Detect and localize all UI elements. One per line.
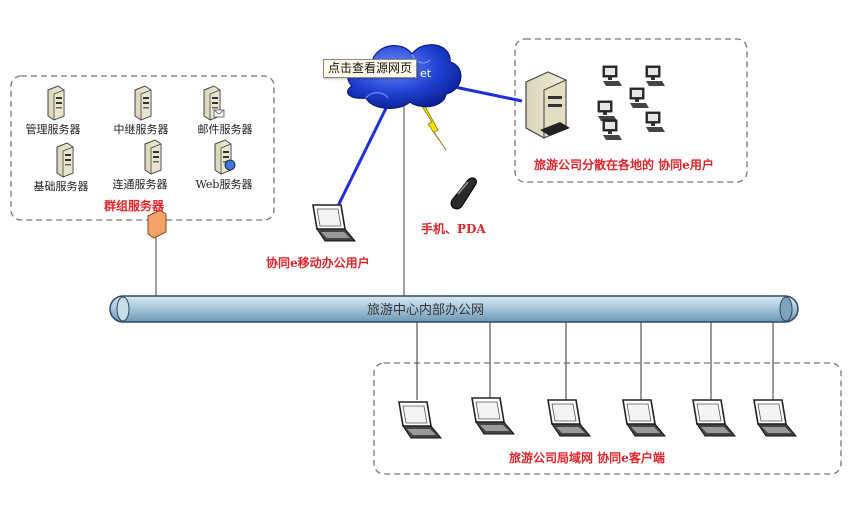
server-label-connect: 连通服务器 bbox=[112, 178, 168, 191]
server-label-relay: 中继服务器 bbox=[113, 123, 169, 136]
mobile-phone-icon bbox=[450, 177, 477, 210]
view-source-tooltip[interactable]: 点击查看源网页 bbox=[323, 59, 418, 78]
lan-clients-box bbox=[373, 362, 842, 475]
server-icons bbox=[47, 85, 236, 178]
lan-label: 旅游公司局域网 协同e客户端 bbox=[509, 451, 665, 465]
cloud-text: et bbox=[420, 67, 432, 80]
remote-server-icon bbox=[525, 71, 570, 139]
server-label-web: Web服务器 bbox=[195, 178, 253, 191]
wireless-lightning-icon bbox=[417, 99, 447, 151]
server-group-box bbox=[10, 75, 275, 221]
server-label-mail: 邮件服务器 bbox=[197, 123, 253, 136]
remote-pc-icons bbox=[597, 65, 666, 141]
server-label-basic: 基础服务器 bbox=[33, 180, 89, 193]
mobile-label: 手机、PDA bbox=[421, 222, 486, 236]
lan-drop-lines bbox=[416, 322, 774, 400]
mobile-office-laptop-icon bbox=[312, 204, 356, 242]
remote-users-box bbox=[514, 38, 748, 183]
mobile-office-label: 协同e移动办公用户 bbox=[266, 256, 370, 270]
link-cloud-remote bbox=[444, 83, 523, 103]
server-group-title: 群组服务器 bbox=[104, 199, 165, 213]
office-network-bus bbox=[109, 295, 799, 323]
lan-client-laptops bbox=[398, 397, 797, 439]
firewall-icon bbox=[147, 209, 167, 239]
link-cloud-mobile-office bbox=[334, 95, 394, 211]
bus-label: 旅游中心内部办公网 bbox=[367, 303, 485, 318]
server-label-management: 管理服务器 bbox=[25, 123, 81, 136]
remote-users-label: 旅游公司分散在各地的 协同e用户 bbox=[534, 158, 714, 172]
